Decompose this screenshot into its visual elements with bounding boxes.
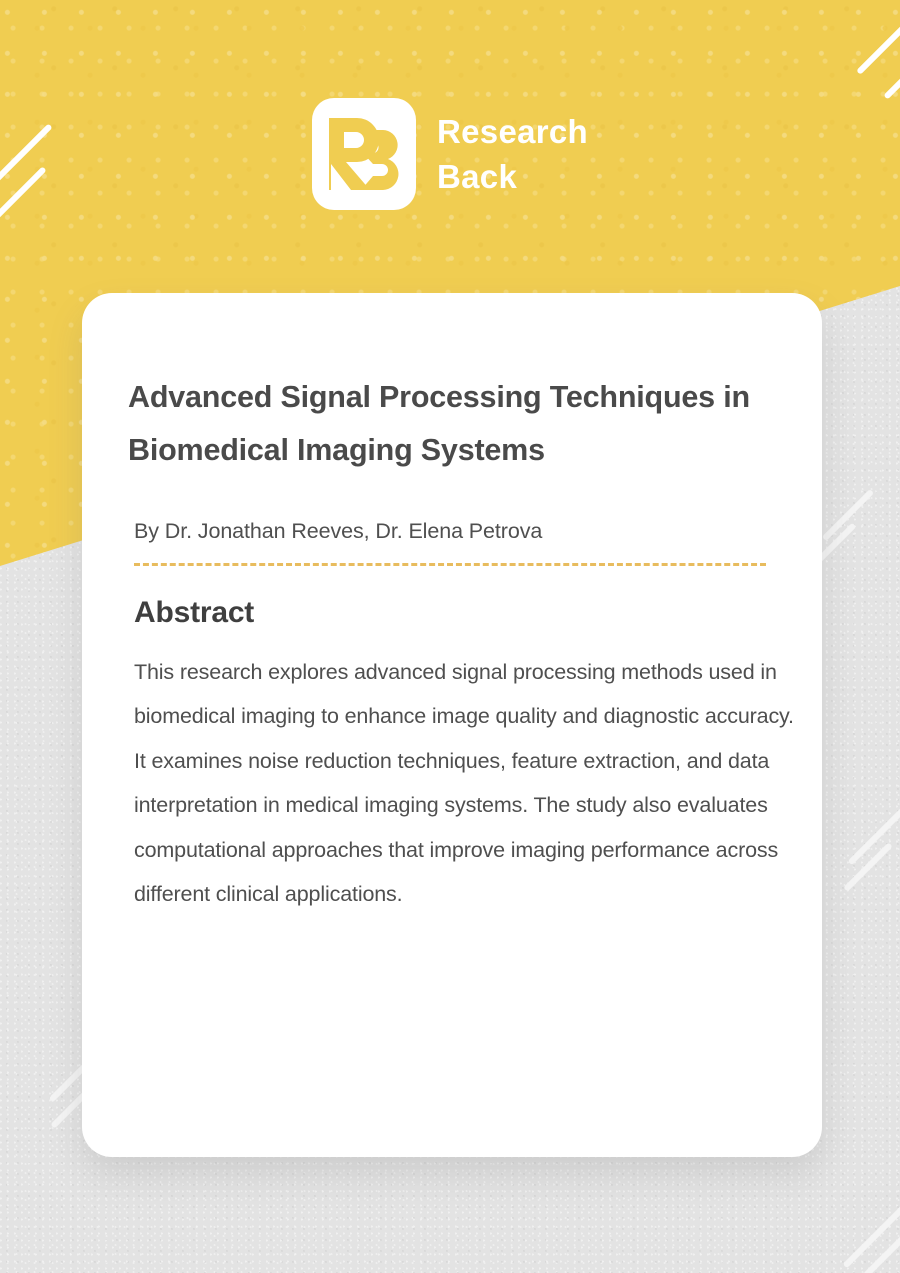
abstract-body-text: This research explores advanced signal p… <box>134 659 794 907</box>
brand-header: Research Back <box>0 98 900 210</box>
dashed-divider <box>134 562 766 566</box>
page-title: Advanced Signal Processing Techniques in… <box>128 380 750 467</box>
brand-name-line-1: Research <box>437 112 588 150</box>
brand-name-line-2: Back <box>437 158 518 195</box>
abstract-heading: Abstract <box>134 595 255 629</box>
paper-card: Advanced Signal Processing Techniques in… <box>82 293 822 1157</box>
brand-wordmark: Research Back <box>437 109 588 199</box>
author-byline: By Dr. Jonathan Reeves, Dr. Elena Petrov… <box>134 518 543 543</box>
rb-monogram-icon <box>312 98 416 210</box>
